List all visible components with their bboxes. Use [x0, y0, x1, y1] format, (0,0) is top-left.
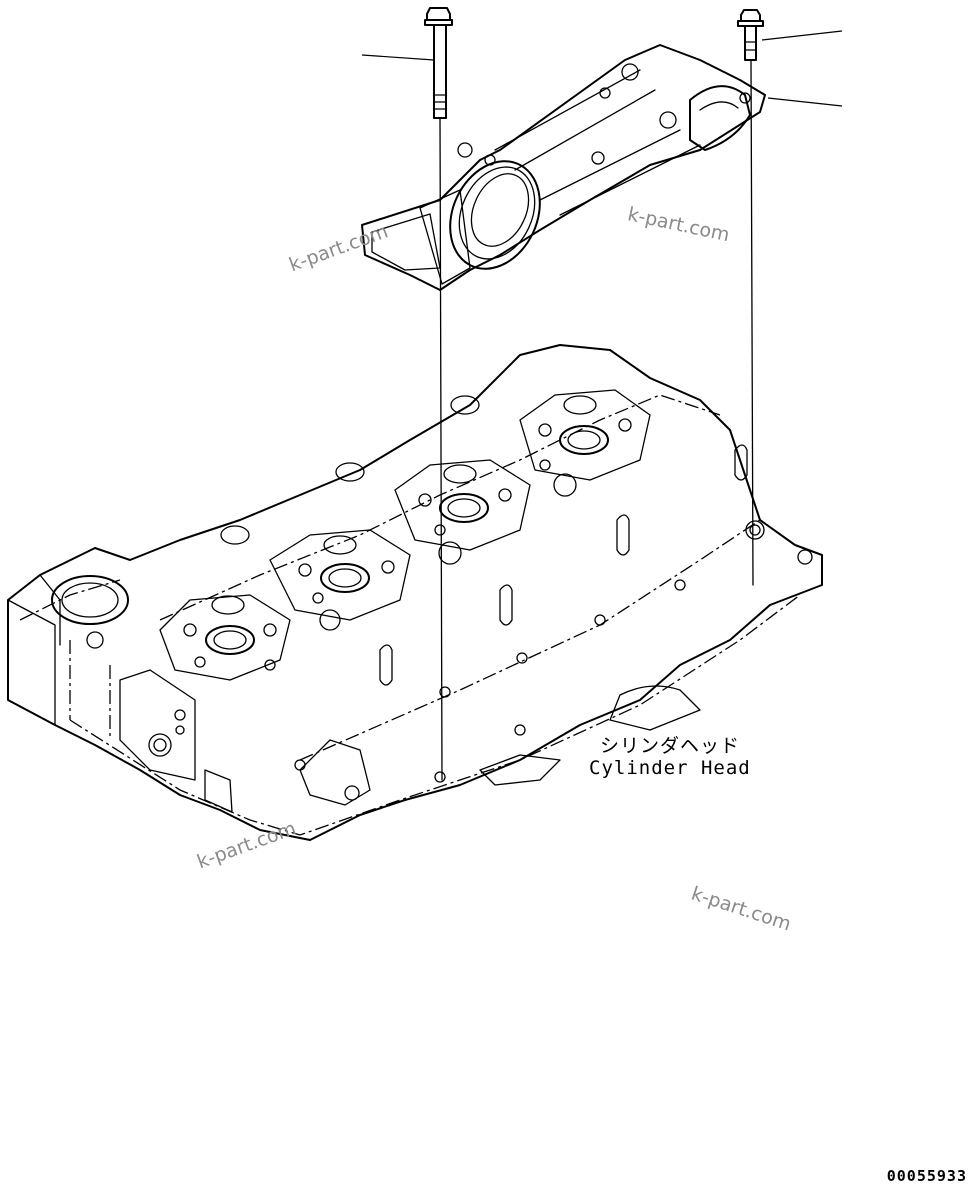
part-label-jp: シリンダヘッド [600, 735, 741, 757]
drawing-number: 00055933 [886, 1167, 967, 1185]
cylinder-3-ports [394, 459, 531, 565]
cylinder-head [7, 344, 823, 841]
cylinder-4-ports [519, 389, 651, 497]
long-flange-bolt [424, 7, 453, 781]
deck-bolt-holes [220, 395, 813, 801]
leader-lines [361, 30, 843, 107]
part-label-en: Cylinder Head [589, 757, 751, 779]
cylinder-1-ports [159, 594, 291, 681]
thermostat-housing [361, 44, 766, 291]
cylinder-2-ports [269, 529, 411, 631]
short-flange-bolt [737, 9, 764, 586]
